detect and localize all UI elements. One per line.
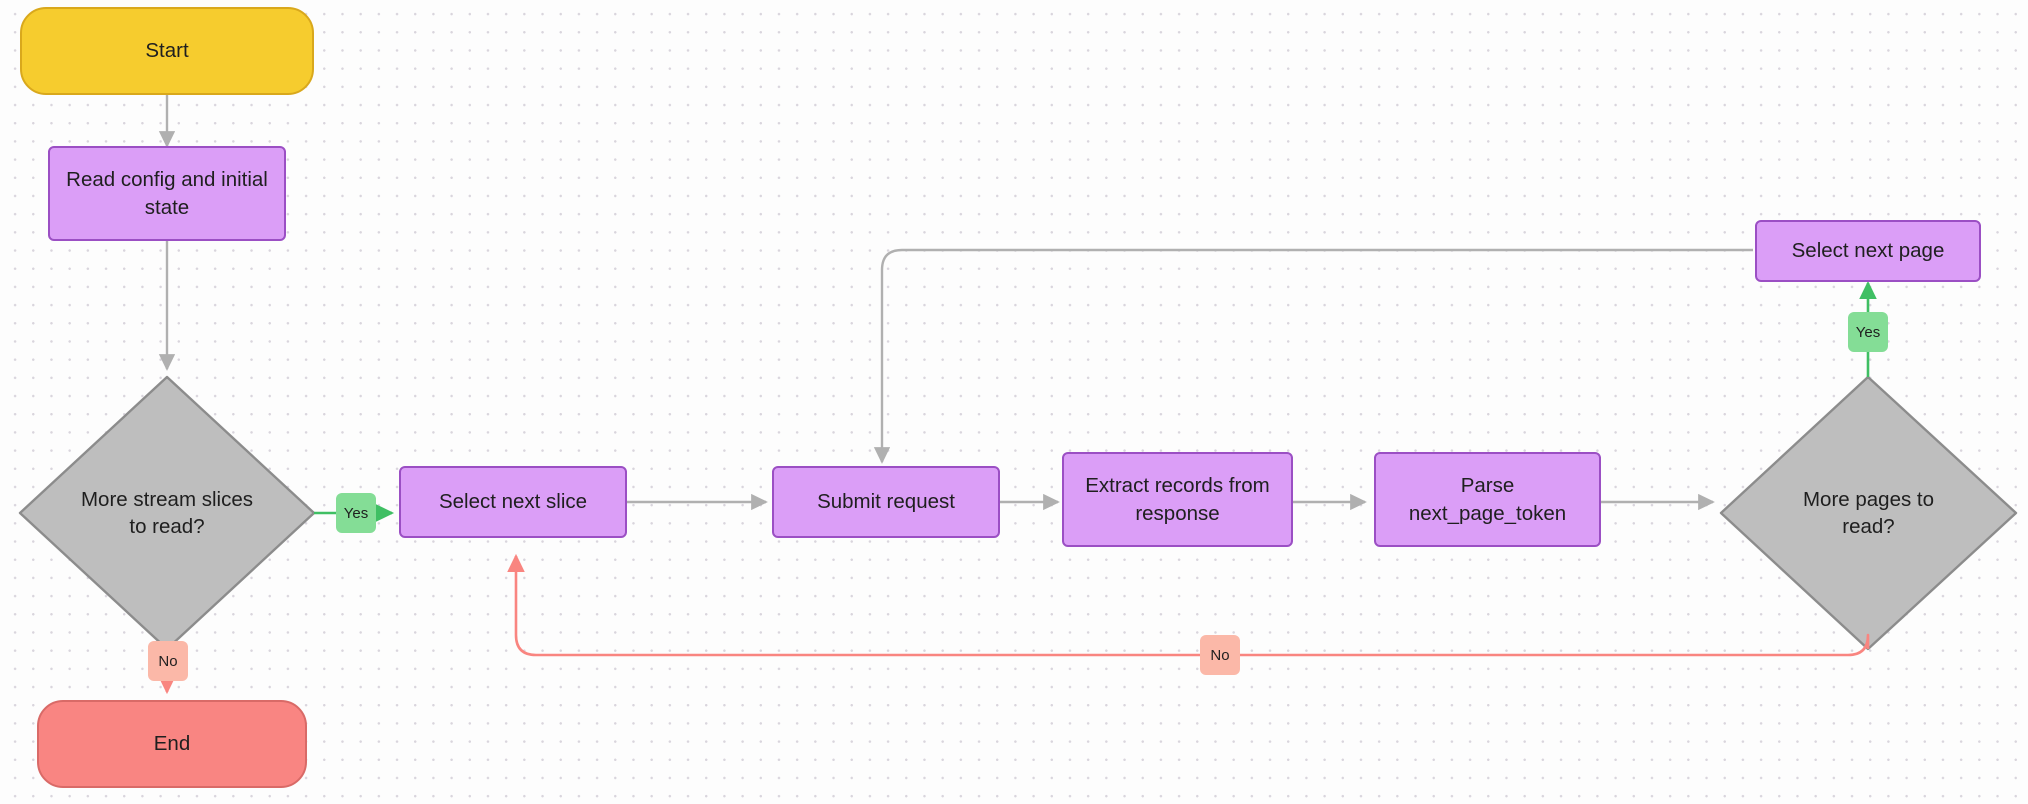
edge-label-yes-more-slices: Yes: [336, 493, 376, 533]
node-select-next-page-label: Select next page: [1791, 239, 1945, 263]
node-more-slices[interactable]: More stream slices to read?: [20, 377, 314, 649]
edge-label-no-more-pages: No: [1200, 635, 1240, 675]
node-more-pages-label: More pages to read?: [1802, 487, 1935, 538]
edge-label-yes-more-pages-text: Yes: [1855, 323, 1881, 341]
edge-label-no-more-slices-text: No: [158, 652, 178, 670]
node-select-next-slice-label: Select next slice: [438, 490, 588, 514]
edge-more-pages-no-to-next-slice: [507, 553, 1870, 657]
node-more-slices-label: More stream slices to read?: [80, 487, 253, 538]
edge-label-yes-more-pages: Yes: [1848, 312, 1888, 352]
node-start[interactable]: Start: [20, 7, 314, 95]
node-parse-next-page-token-label: Parse next_page_token: [1408, 474, 1567, 525]
node-read-config[interactable]: Read config and initial state: [48, 146, 286, 241]
node-read-config-label: Read config and initial state: [66, 168, 268, 219]
node-submit-request[interactable]: Submit request: [772, 466, 1000, 538]
node-select-next-slice[interactable]: Select next slice: [399, 466, 627, 538]
node-select-next-page[interactable]: Select next page: [1755, 220, 1981, 282]
node-more-pages[interactable]: More pages to read?: [1721, 377, 2016, 649]
edge-label-yes-more-slices-text: Yes: [343, 504, 369, 522]
node-parse-next-page-token[interactable]: Parse next_page_token: [1374, 452, 1601, 547]
node-start-label: Start: [145, 39, 189, 63]
edge-label-no-more-pages-text: No: [1210, 646, 1230, 664]
node-submit-request-label: Submit request: [817, 490, 955, 514]
node-extract-records[interactable]: Extract records from response: [1062, 452, 1293, 547]
node-end[interactable]: End: [37, 700, 307, 788]
edge-label-no-more-slices: No: [148, 641, 188, 681]
edge-next-page-to-submit: [873, 248, 1753, 464]
node-extract-records-label: Extract records from response: [1085, 474, 1270, 525]
node-end-label: End: [153, 732, 191, 756]
